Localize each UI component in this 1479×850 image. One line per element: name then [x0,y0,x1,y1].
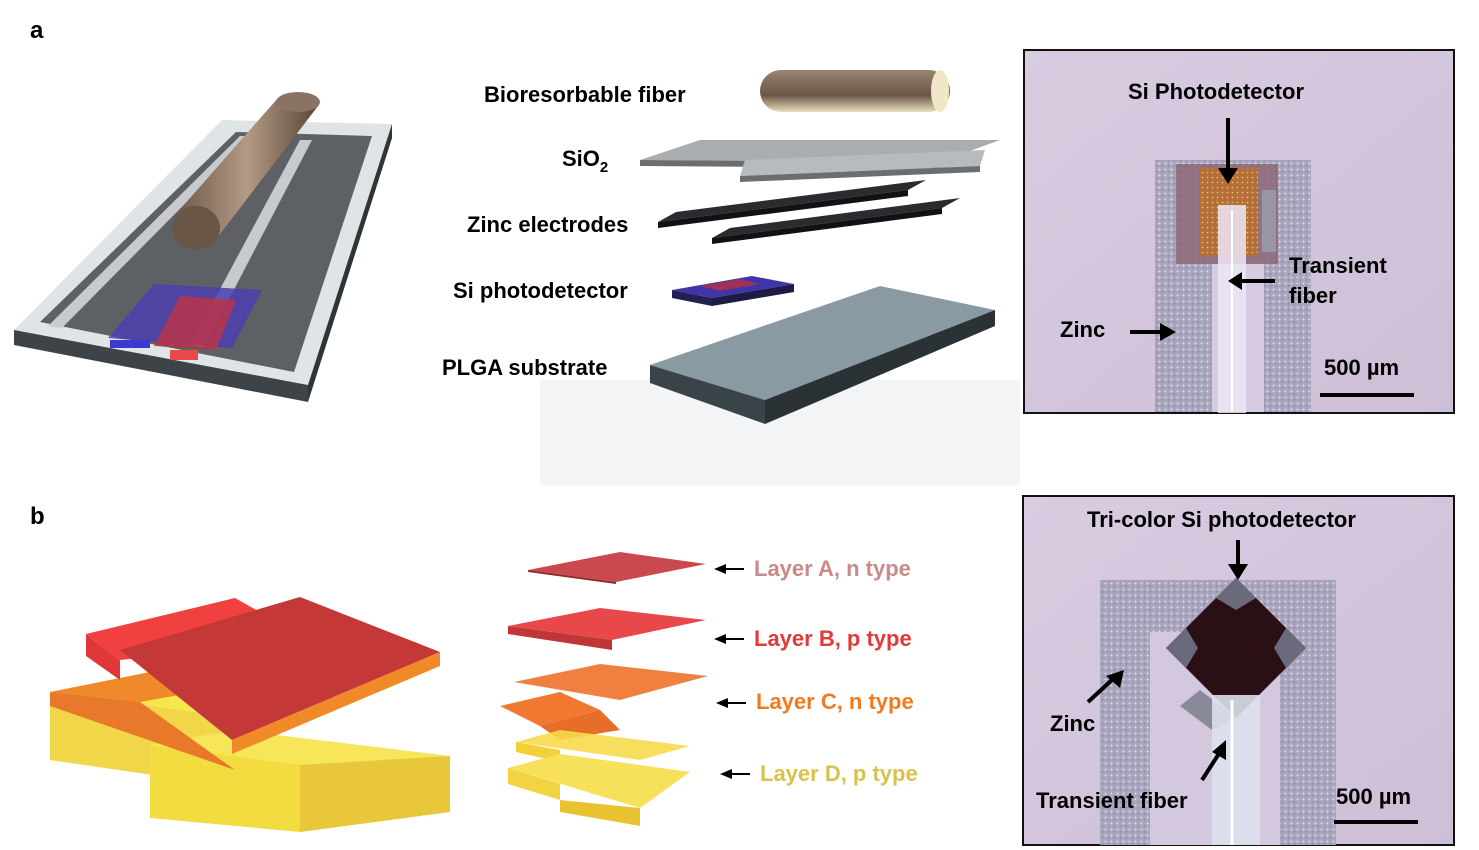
label-layer-a: Layer A, n type [754,556,911,581]
panel-b-letter: b [30,503,45,530]
exploded-layers-illustration [500,552,708,826]
micrograph-b-fiber-label: Transient fiber [1036,788,1188,813]
stacked-photodetector-illustration [50,597,450,832]
micrograph-a-fiber-label-2: fiber [1289,283,1337,308]
label-bioresorbable-fiber: Bioresorbable fiber [484,82,686,107]
label-si-photodetector: Si photodetector [453,278,628,303]
micrograph-a-fiber-label-1: Transient [1289,253,1387,278]
layer-arrows [714,564,750,779]
panel-a-letter: a [30,17,44,44]
micrograph-b-scale: 500 µm [1336,784,1411,809]
micrograph-a [1023,49,1455,414]
micrograph-b-title: Tri-color Si photodetector [1087,507,1356,532]
micrograph-a-zinc-label: Zinc [1060,317,1105,342]
label-layer-c: Layer C, n type [756,689,914,714]
label-layer-b: Layer B, p type [754,626,912,651]
micrograph-a-scale: 500 µm [1324,355,1399,380]
exploded-view-illustration [540,70,1020,485]
label-plga-substrate: PLGA substrate [442,355,607,380]
micrograph-b-zinc-label: Zinc [1050,711,1095,736]
micrograph-a-title: Si Photodetector [1128,79,1304,104]
assembled-device-illustration [14,92,392,402]
label-layer-d: Layer D, p type [760,761,918,786]
label-sio2: SiO2 [562,146,608,176]
label-zinc-electrodes: Zinc electrodes [467,212,628,237]
micrograph-b [1022,495,1455,846]
